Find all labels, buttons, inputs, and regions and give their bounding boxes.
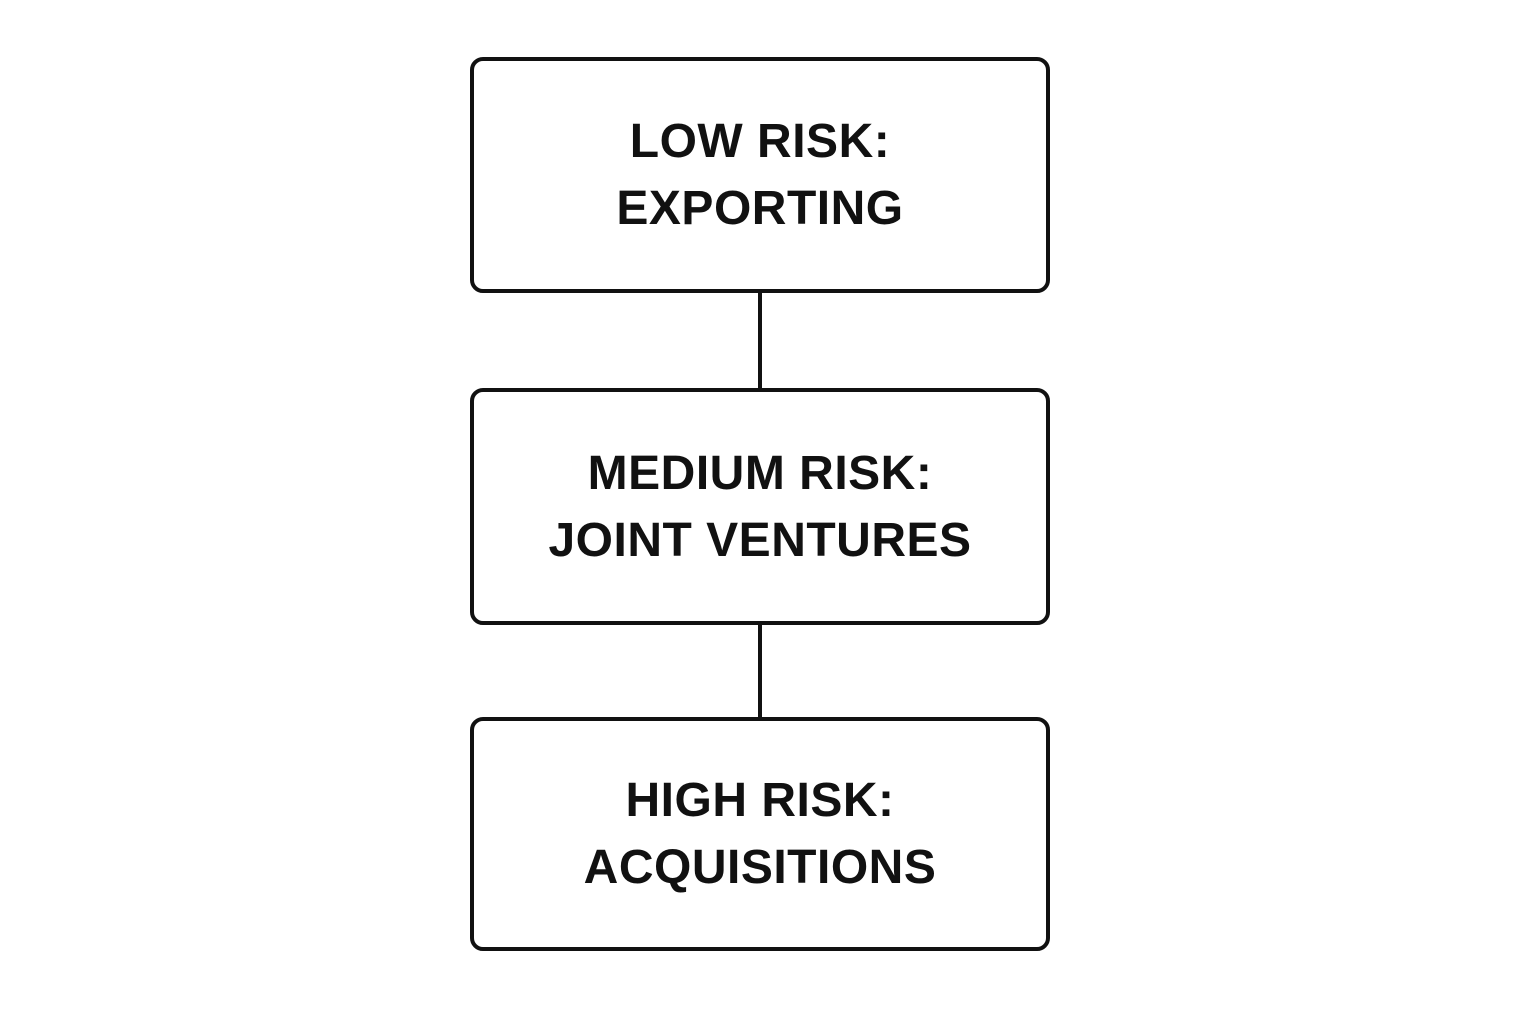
node-high-risk-line1: HIGH RISK: (625, 774, 895, 827)
node-low-risk-line2: EXPORTING (616, 182, 904, 235)
node-medium-risk-label: MEDIUM RISK: JOINT VENTURES (548, 440, 971, 574)
node-low-risk-exporting: LOW RISK: EXPORTING (470, 57, 1050, 293)
node-low-risk-label: LOW RISK: EXPORTING (616, 108, 903, 242)
connector-medium-to-high (758, 623, 762, 719)
node-high-risk-acquisitions: HIGH RISK: ACQUISITIONS (470, 717, 1050, 951)
node-medium-risk-joint-ventures: MEDIUM RISK: JOINT VENTURES (470, 388, 1050, 625)
node-high-risk-line2: ACQUISITIONS (583, 841, 937, 894)
node-medium-risk-line2: JOINT VENTURES (548, 513, 972, 567)
node-low-risk-line1: LOW RISK: (629, 115, 891, 168)
node-high-risk-label: HIGH RISK: ACQUISITIONS (584, 767, 937, 901)
connector-low-to-medium (758, 291, 762, 390)
node-medium-risk-line1: MEDIUM RISK: (587, 446, 933, 500)
